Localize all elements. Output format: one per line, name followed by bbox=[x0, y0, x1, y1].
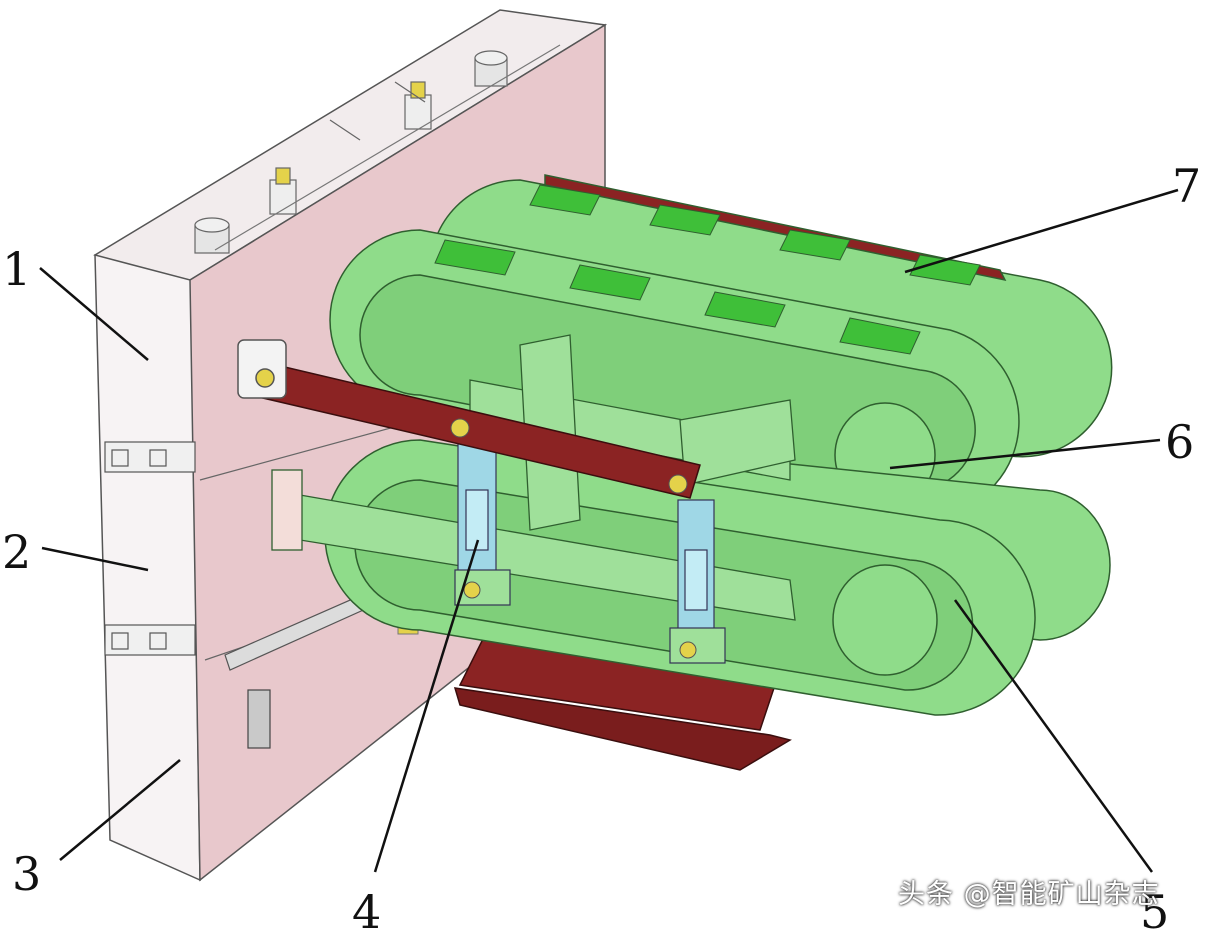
label-5: 5 bbox=[1140, 885, 1169, 932]
leader-6 bbox=[889, 438, 1161, 470]
face-window bbox=[247, 689, 271, 749]
watermark: 头条 @智能矿山杂志 bbox=[898, 879, 1160, 910]
label-3: 3 bbox=[12, 847, 41, 901]
label-4: 4 bbox=[352, 885, 381, 932]
label-1: 1 bbox=[2, 242, 31, 296]
label-2: 2 bbox=[2, 525, 31, 579]
leader-lines bbox=[39, 188, 1179, 873]
cylinders bbox=[454, 439, 726, 664]
leader-7 bbox=[904, 188, 1179, 274]
frame-beams bbox=[271, 334, 796, 621]
front-track-pads bbox=[434, 239, 921, 355]
bolts bbox=[450, 418, 697, 659]
label-6: 6 bbox=[1165, 415, 1194, 469]
leader-1 bbox=[39, 267, 149, 361]
leader-4 bbox=[373, 539, 480, 873]
leader-5 bbox=[953, 599, 1154, 873]
leader-3 bbox=[59, 759, 181, 861]
rear-track-pads bbox=[529, 184, 981, 286]
top-fittings bbox=[194, 44, 561, 254]
leader-2 bbox=[41, 546, 149, 572]
connecting-arm bbox=[237, 339, 701, 499]
label-7: 7 bbox=[1172, 159, 1201, 213]
